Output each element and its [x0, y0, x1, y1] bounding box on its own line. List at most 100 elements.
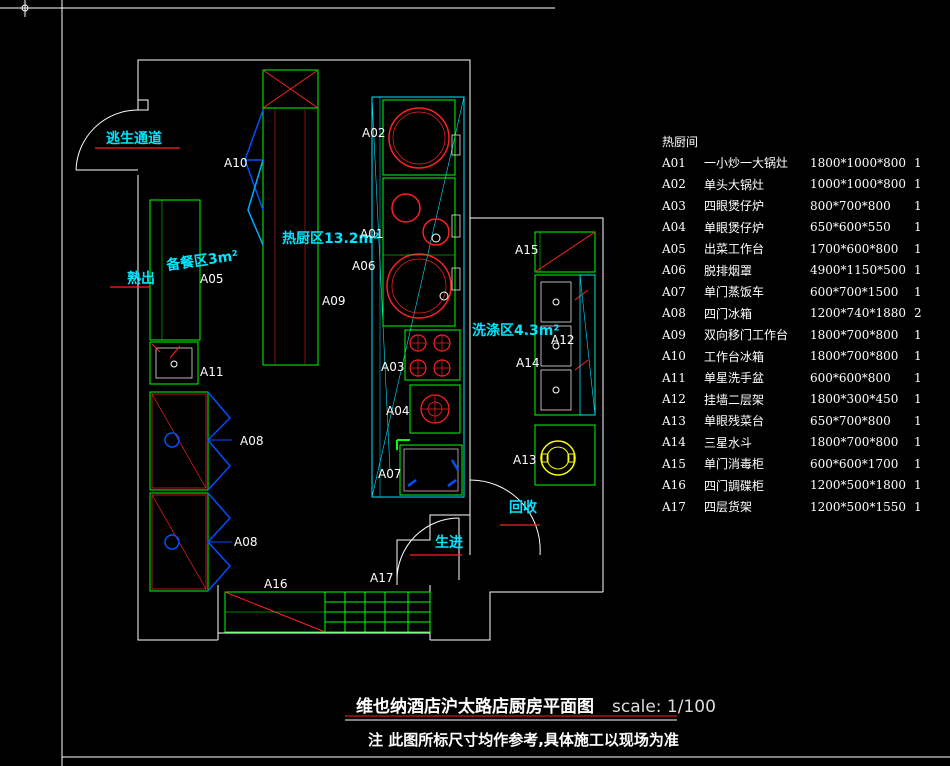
- legend-code: A08: [662, 306, 686, 321]
- legend-code: A05: [662, 241, 686, 256]
- legend-qty: 1: [914, 370, 922, 385]
- flow-label-escape: 逃生通道: [106, 130, 162, 147]
- legend-size: 1800*700*800: [810, 435, 899, 450]
- legend-code: A12: [662, 392, 686, 407]
- equip-a04-single-burner: [409, 384, 461, 434]
- equip-a08-fridge-2: [149, 492, 232, 592]
- legend-code: A15: [662, 456, 686, 471]
- equip-a03-four-burner: [404, 329, 461, 381]
- zone-label-prep: 备餐区3m²: [164, 247, 239, 274]
- tag-a04: A04: [386, 404, 409, 418]
- legend-size: 1700*600*800: [810, 241, 899, 256]
- title-underline: [345, 715, 677, 721]
- legend-name: 单门蒸饭车: [704, 285, 765, 300]
- equip-a07-steamer: [396, 439, 463, 496]
- tag-a02: A02: [362, 126, 385, 140]
- legend-name: 四层货架: [704, 500, 753, 515]
- equip-a01-stove: [382, 177, 461, 327]
- tag-a01: A01: [360, 227, 383, 241]
- tag-a10: A10: [224, 156, 247, 170]
- tag-a14: A14: [516, 356, 539, 370]
- legend-qty: 1: [914, 478, 922, 493]
- legend-name: 四门調碟柜: [704, 478, 765, 493]
- legend-qty: 1: [914, 177, 922, 192]
- legend-title: 热厨间: [662, 135, 699, 149]
- legend-code: A14: [662, 435, 686, 450]
- legend-qty: 1: [914, 499, 922, 514]
- tag-a16: A16: [264, 577, 287, 591]
- legend-qty: 1: [914, 155, 922, 170]
- legend-size: 1800*700*800: [810, 349, 899, 364]
- tag-a08-1: A08: [240, 434, 263, 448]
- legend-size: 1800*1000*800: [810, 155, 906, 170]
- equip-a06-hood: [371, 96, 465, 498]
- drawing-scale: scale: 1/100: [612, 697, 716, 717]
- legend-code: A16: [662, 478, 686, 493]
- legend-row: A12 挂墙二层架 1800*300*450 1: [662, 389, 934, 411]
- flow-arrows: [95, 147, 540, 556]
- drawing-title: 维也纳酒店沪太路店厨房平面图 scale: 1/100: [356, 692, 716, 717]
- legend-size: 800*700*800: [810, 198, 891, 213]
- equip-a02-wok-stove: [382, 99, 461, 176]
- legend-name: 单头大锅灶: [704, 177, 765, 192]
- legend-qty: 1: [914, 220, 922, 235]
- doors: [75, 109, 541, 581]
- flow-label-return: 回收: [509, 499, 538, 516]
- tag-a12: A12: [551, 333, 574, 347]
- legend-size: 600*600*800: [810, 370, 891, 385]
- legend-row: A17 四层货架 1200*500*1550 1: [662, 496, 934, 518]
- legend-name: 单眼煲仔炉: [704, 220, 765, 235]
- legend-name: 单眼残菜台: [704, 414, 765, 429]
- legend-code: A01: [662, 155, 686, 170]
- equip-a09-worktable: [262, 69, 319, 366]
- drawing-title-text: 维也纳酒店沪太路店厨房平面图: [356, 697, 594, 717]
- tag-a13: A13: [513, 453, 536, 467]
- legend-qty: 1: [914, 349, 922, 364]
- legend-qty: 1: [914, 327, 922, 342]
- legend-name: 三星水斗: [704, 435, 753, 450]
- flow-label-dish-out: 熟出: [127, 270, 155, 287]
- legend-qty: 1: [914, 284, 922, 299]
- legend-size: 1200*740*1880: [810, 306, 906, 321]
- legend-size: 600*700*1500: [810, 284, 899, 299]
- legend-name: 单星洗手盆: [704, 371, 765, 386]
- equip-a13-waste-table: [534, 424, 596, 486]
- legend-size: 1800*300*450: [810, 392, 899, 407]
- legend-code: A07: [662, 284, 686, 299]
- legend-code: A10: [662, 349, 686, 364]
- legend-name: 单门消毒柜: [704, 457, 765, 472]
- tag-a08-2: A08: [234, 535, 257, 549]
- legend-size: 1800*700*800: [810, 327, 899, 342]
- legend-size: 1200*500*1550: [810, 499, 906, 514]
- legend-name: 挂墙二层架: [704, 392, 765, 407]
- legend-name: 工作台冰箱: [704, 349, 765, 364]
- equip-a17-shelf: [324, 591, 431, 633]
- tag-a05: A05: [200, 272, 223, 286]
- legend-code: A17: [662, 499, 686, 514]
- tag-a15: A15: [515, 243, 538, 257]
- legend-qty: 1: [914, 456, 922, 471]
- legend-qty: 1: [914, 263, 922, 278]
- legend-code: A09: [662, 327, 686, 342]
- tag-a07: A07: [378, 467, 401, 481]
- walls: [76, 59, 604, 641]
- equip-a05-pass-table: [149, 199, 201, 341]
- legend-qty: 1: [914, 392, 922, 407]
- legend-name: 出菜工作台: [704, 242, 765, 257]
- flow-label-raw-in: 生进: [435, 534, 463, 551]
